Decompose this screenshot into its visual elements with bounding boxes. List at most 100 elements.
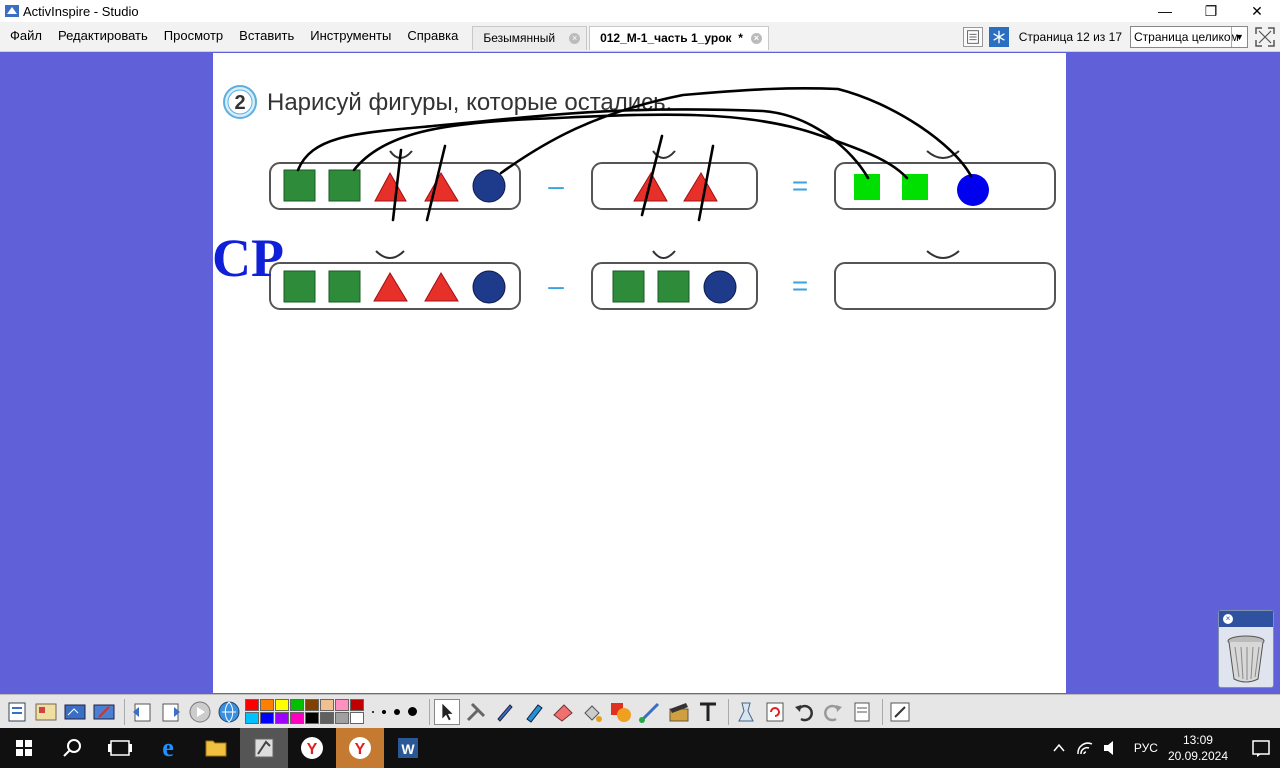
brace-mark — [926, 150, 960, 159]
color-swatch-black[interactable] — [305, 712, 319, 724]
input-language[interactable]: РУС — [1133, 741, 1158, 755]
color-swatch-magenta[interactable] — [290, 712, 304, 724]
windows-start-icon[interactable] — [0, 728, 48, 768]
text-tool-icon[interactable] — [695, 699, 721, 725]
color-swatch-red[interactable] — [245, 699, 259, 711]
close-icon[interactable]: × — [1223, 614, 1233, 624]
close-tab-icon[interactable]: × — [569, 32, 581, 44]
desktop-annotate-icon[interactable] — [62, 699, 88, 725]
tab-lesson[interactable]: 012_М-1_часть 1_урок * × — [589, 25, 769, 50]
tab-label: 012_М-1_часть 1_урок * — [600, 31, 743, 45]
window-title: ActivInspire - Studio — [23, 3, 139, 19]
title-bar: ActivInspire - Studio — ❐ ✕ — [0, 0, 1280, 22]
snowflake-icon[interactable] — [988, 27, 1009, 47]
color-swatch-gray[interactable] — [335, 712, 349, 724]
volume-icon[interactable] — [1098, 728, 1124, 768]
network-icon[interactable] — [1072, 728, 1098, 768]
pen-size-xlarge[interactable] — [408, 707, 417, 716]
document-tabs: Безымянный × 012_М-1_часть 1_урок * × — [472, 24, 771, 50]
menu-edit[interactable]: Редактировать — [57, 27, 148, 43]
flipchart-canvas[interactable]: 2 Нарисуй фигуры, которые остались. – = — [213, 53, 1066, 693]
svg-text:Y: Y — [307, 741, 318, 758]
color-swatch-darkgray[interactable] — [320, 712, 334, 724]
toolbar-separator — [124, 698, 125, 725]
green-square — [328, 169, 361, 202]
highlighter-icon[interactable] — [521, 699, 547, 725]
eraser-icon[interactable] — [550, 699, 576, 725]
color-swatch-white[interactable] — [350, 712, 364, 724]
notification-icon[interactable] — [1240, 728, 1280, 768]
trash-header: × — [1219, 611, 1273, 627]
pen-size-large[interactable] — [394, 708, 400, 715]
yandex-browser-active-icon[interactable]: Y — [336, 728, 384, 768]
color-swatch-pink[interactable] — [335, 699, 349, 711]
color-swatch-blue[interactable] — [260, 712, 274, 724]
flipchart-page[interactable]: 2 Нарисуй фигуры, которые остались. – = — [213, 53, 1066, 693]
zoom-select[interactable]: Страница целиком ▼ — [1130, 26, 1248, 48]
fullscreen-icon[interactable] — [1254, 26, 1276, 48]
menu-help[interactable]: Справка — [407, 27, 459, 43]
trash-panel[interactable]: × — [1218, 610, 1274, 688]
web-browser-icon[interactable] — [216, 699, 242, 725]
tab-untitled[interactable]: Безымянный × — [472, 25, 588, 50]
menu-view[interactable]: Просмотр — [163, 27, 224, 43]
svg-text:Y: Y — [355, 741, 366, 758]
clapperboard-icon[interactable] — [666, 699, 692, 725]
main-menu-icon[interactable] — [4, 699, 30, 725]
tools-icon[interactable] — [463, 699, 489, 725]
color-swatch-brown[interactable] — [305, 699, 319, 711]
equals-sign: = — [792, 270, 808, 301]
menu-file[interactable]: Файл — [10, 27, 42, 43]
desktop-tools-icon[interactable] — [91, 699, 117, 725]
flipchart-browser-icon[interactable] — [33, 699, 59, 725]
trash-bin-icon[interactable] — [1219, 627, 1273, 687]
minus-sign: – — [548, 270, 564, 301]
clear-icon[interactable] — [733, 699, 759, 725]
pen-size-small[interactable] — [372, 710, 374, 713]
play-icon[interactable] — [187, 699, 213, 725]
windows-taskbar: e Y Y W РУС 13:09 20.09.2024 — [0, 728, 1280, 768]
file-explorer-icon[interactable] — [192, 728, 240, 768]
color-swatch-purple[interactable] — [275, 712, 289, 724]
color-swatch-cyan[interactable] — [245, 712, 259, 724]
toolbox-settings-icon[interactable] — [887, 699, 913, 725]
color-swatch-darkred[interactable] — [350, 699, 364, 711]
redo-icon[interactable] — [820, 699, 846, 725]
shape-tool-icon[interactable] — [608, 699, 634, 725]
green-square — [657, 270, 690, 303]
clock[interactable]: 13:09 20.09.2024 — [1168, 732, 1228, 764]
menu-tools[interactable]: Инструменты — [310, 27, 392, 43]
brace-mark — [652, 250, 676, 259]
chevron-up-icon[interactable] — [1046, 728, 1072, 768]
equation-row-1: – = — [269, 150, 1056, 210]
close-window-button[interactable]: ✕ — [1251, 2, 1263, 19]
restore-button[interactable]: ❐ — [1204, 2, 1218, 19]
undo-icon[interactable] — [791, 699, 817, 725]
task-view-icon[interactable] — [96, 728, 144, 768]
menu-insert[interactable]: Вставить — [239, 27, 295, 43]
pen-size-medium[interactable] — [382, 709, 386, 714]
color-swatch-orange[interactable] — [260, 699, 274, 711]
close-tab-icon[interactable]: × — [750, 32, 762, 44]
pen-connector-line — [499, 86, 973, 178]
search-icon[interactable] — [48, 728, 96, 768]
color-swatch-yellow[interactable] — [275, 699, 289, 711]
select-tool-icon[interactable] — [434, 698, 460, 725]
pen-annotations — [296, 86, 973, 222]
task-number: 2 — [234, 92, 245, 114]
word-icon[interactable]: W — [384, 728, 432, 768]
edge-browser-icon[interactable]: e — [144, 728, 192, 768]
pen-tool-icon[interactable] — [492, 699, 518, 725]
next-page-icon[interactable] — [158, 699, 184, 725]
color-swatch-green[interactable] — [290, 699, 304, 711]
page-browser-icon[interactable] — [962, 27, 983, 47]
connector-tool-icon[interactable] — [637, 699, 663, 725]
fill-tool-icon[interactable] — [579, 699, 605, 725]
minimize-button[interactable]: — — [1158, 3, 1172, 19]
previous-page-icon[interactable] — [129, 699, 155, 725]
color-swatch-peach[interactable] — [320, 699, 334, 711]
activinspire-taskbar-icon[interactable] — [240, 728, 288, 768]
page-notes-icon[interactable] — [849, 699, 875, 725]
yandex-browser-icon[interactable]: Y — [288, 728, 336, 768]
reset-page-icon[interactable] — [762, 699, 788, 725]
